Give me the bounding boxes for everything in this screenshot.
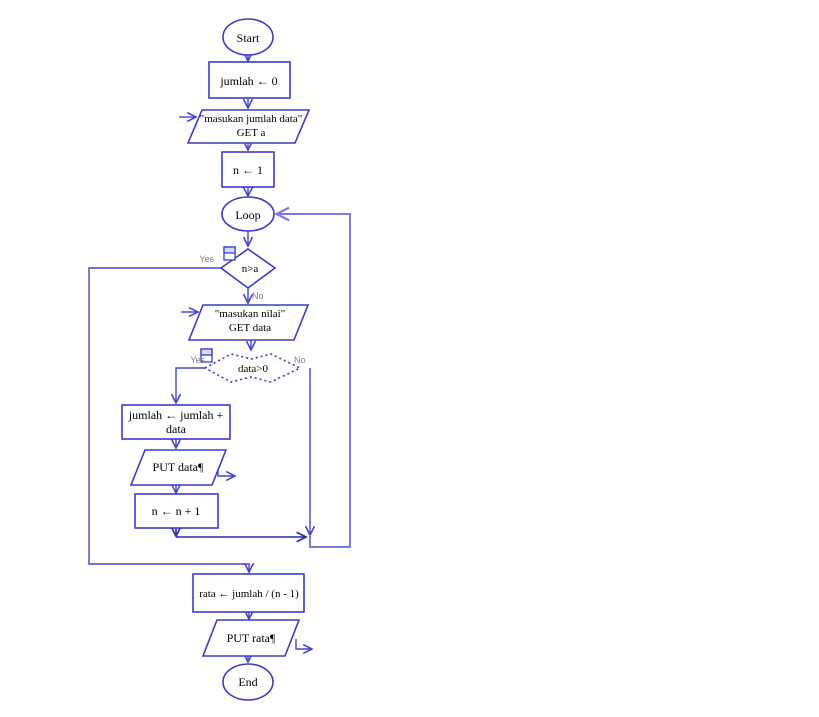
connectors bbox=[88, 55, 311, 661]
output-arrow-icon bbox=[217, 467, 234, 476]
connector-cond2-yes bbox=[176, 367, 205, 402]
input-value-parallelogram[interactable] bbox=[187, 304, 310, 341]
loop-terminal[interactable] bbox=[221, 196, 275, 232]
output-put-data-parallelogram[interactable] bbox=[129, 449, 228, 486]
breakpoint-icon-top bbox=[223, 246, 236, 254]
output-arrow-icon bbox=[295, 639, 311, 649]
breakpoint-icon-top bbox=[200, 348, 213, 356]
start-terminal[interactable] bbox=[222, 18, 274, 56]
merge-lines bbox=[176, 528, 305, 537]
assign-add-jumlah-box[interactable] bbox=[121, 404, 231, 440]
diamond-marker-icons bbox=[200, 246, 236, 363]
connector-cond1-yes-exit-loop bbox=[88, 267, 249, 571]
input-count-parallelogram[interactable] bbox=[186, 109, 311, 144]
assign-init-n-box[interactable] bbox=[221, 151, 275, 188]
output-put-rata-parallelogram[interactable] bbox=[201, 619, 301, 657]
end-terminal[interactable] bbox=[222, 663, 274, 701]
loopback-line bbox=[278, 214, 351, 548]
assign-inc-n-box[interactable] bbox=[134, 493, 219, 529]
assign-init-jumlah-box[interactable] bbox=[208, 61, 291, 99]
assign-calc-rata-box[interactable] bbox=[192, 573, 305, 613]
decision-data-gt-0-diamond[interactable] bbox=[203, 353, 302, 383]
